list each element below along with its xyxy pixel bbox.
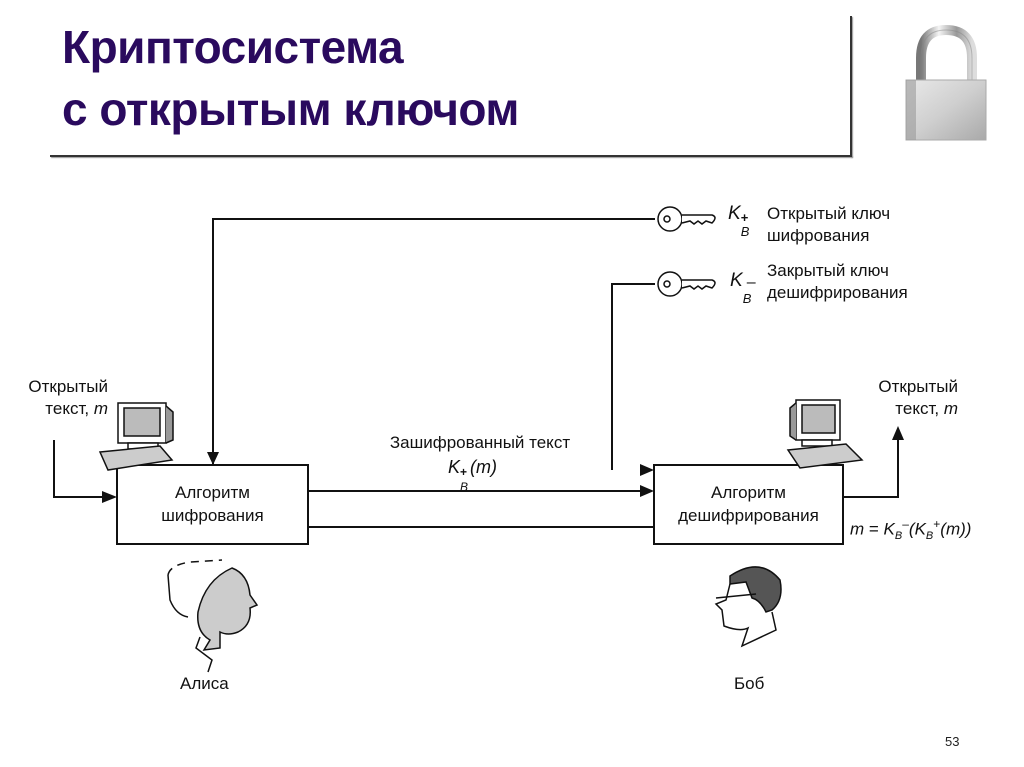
private-key-label: Закрытый ключ дешифрирования bbox=[767, 261, 908, 302]
arrow-head bbox=[207, 452, 219, 465]
arrow-head bbox=[102, 491, 117, 503]
public-key-line bbox=[212, 218, 655, 465]
plaintext-in-label: Открытый текст, m bbox=[28, 377, 108, 418]
arrow-head bbox=[892, 426, 904, 440]
ciphertext-label: Зашифрованный текст bbox=[389, 433, 571, 452]
plaintext-out-label: Открытый текст, m bbox=[878, 377, 958, 418]
decrypt-box-frame bbox=[653, 464, 844, 545]
computer-icon bbox=[98, 402, 174, 471]
alice-label: Алиса bbox=[180, 674, 229, 693]
private-key-line bbox=[611, 283, 655, 470]
key-icon bbox=[657, 206, 716, 232]
encrypt-box: Алгоритм шифрования bbox=[161, 483, 264, 525]
decrypt-box: Алгоритм дешифрирования bbox=[678, 483, 819, 525]
person-bob-icon bbox=[714, 566, 782, 648]
public-key-symbol: K+B bbox=[728, 203, 750, 239]
result-formula: m = KB–(KB+(m)) bbox=[850, 517, 972, 543]
arrow-head bbox=[640, 464, 654, 476]
key-icon bbox=[657, 271, 716, 297]
plaintext-out-line bbox=[842, 440, 899, 498]
title-line-1: Криптосистема bbox=[62, 21, 404, 73]
ciphertext-formula: K+B(m) bbox=[448, 457, 498, 494]
arrow-head bbox=[640, 485, 654, 497]
plaintext-in-line bbox=[53, 440, 102, 498]
title-side-rule bbox=[850, 16, 852, 157]
encrypt-box-frame bbox=[116, 464, 309, 545]
bob-label: Боб bbox=[734, 674, 765, 693]
private-key-symbol: K–B bbox=[730, 270, 756, 306]
page-number: 53 bbox=[945, 734, 960, 749]
computer-icon bbox=[786, 399, 864, 469]
public-key-label: Открытый ключ шифрования bbox=[767, 204, 891, 245]
title-line-2: с открытым ключом bbox=[62, 83, 519, 135]
title-underline bbox=[50, 155, 852, 157]
slide-title: Криптосистема с открытым ключом bbox=[62, 16, 519, 140]
person-alice-icon bbox=[167, 559, 259, 673]
